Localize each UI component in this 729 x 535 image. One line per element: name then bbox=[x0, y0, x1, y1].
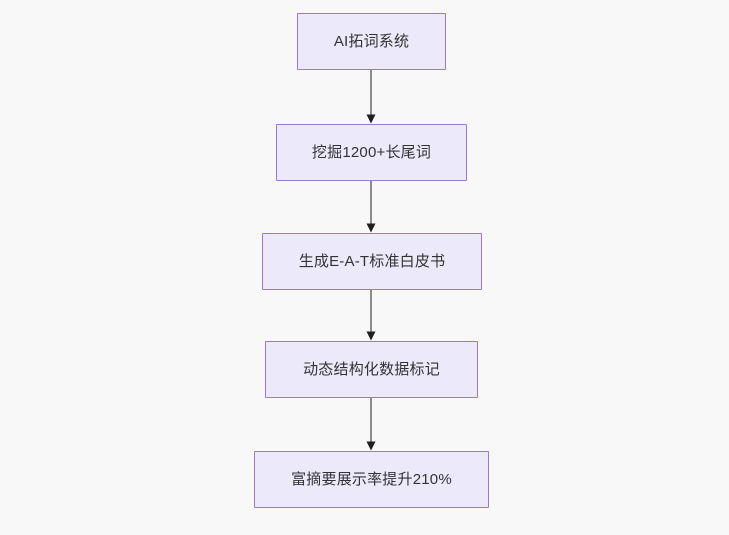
flow-node-3-label: 生成E-A-T标准白皮书 bbox=[298, 252, 446, 270]
connector-arrowhead-1 bbox=[366, 114, 376, 124]
connector-arrowhead-3 bbox=[366, 331, 376, 341]
flow-node-4-label: 动态结构化数据标记 bbox=[303, 360, 440, 378]
flow-node-1-label: AI拓词系统 bbox=[333, 32, 410, 50]
connector-arrowhead-4 bbox=[366, 441, 376, 451]
flow-node-5-label: 富摘要展示率提升210% bbox=[291, 470, 452, 488]
flow-node-2-label: 挖掘1200+长尾词 bbox=[311, 143, 432, 161]
flow-node-5[interactable]: 富摘要展示率提升210% bbox=[254, 451, 489, 508]
connector-arrowhead-2 bbox=[366, 223, 376, 233]
flow-node-1[interactable]: AI拓词系统 bbox=[297, 13, 446, 70]
flow-node-4[interactable]: 动态结构化数据标记 bbox=[265, 341, 478, 398]
flow-node-2[interactable]: 挖掘1200+长尾词 bbox=[276, 124, 467, 181]
flow-node-3[interactable]: 生成E-A-T标准白皮书 bbox=[262, 233, 482, 290]
